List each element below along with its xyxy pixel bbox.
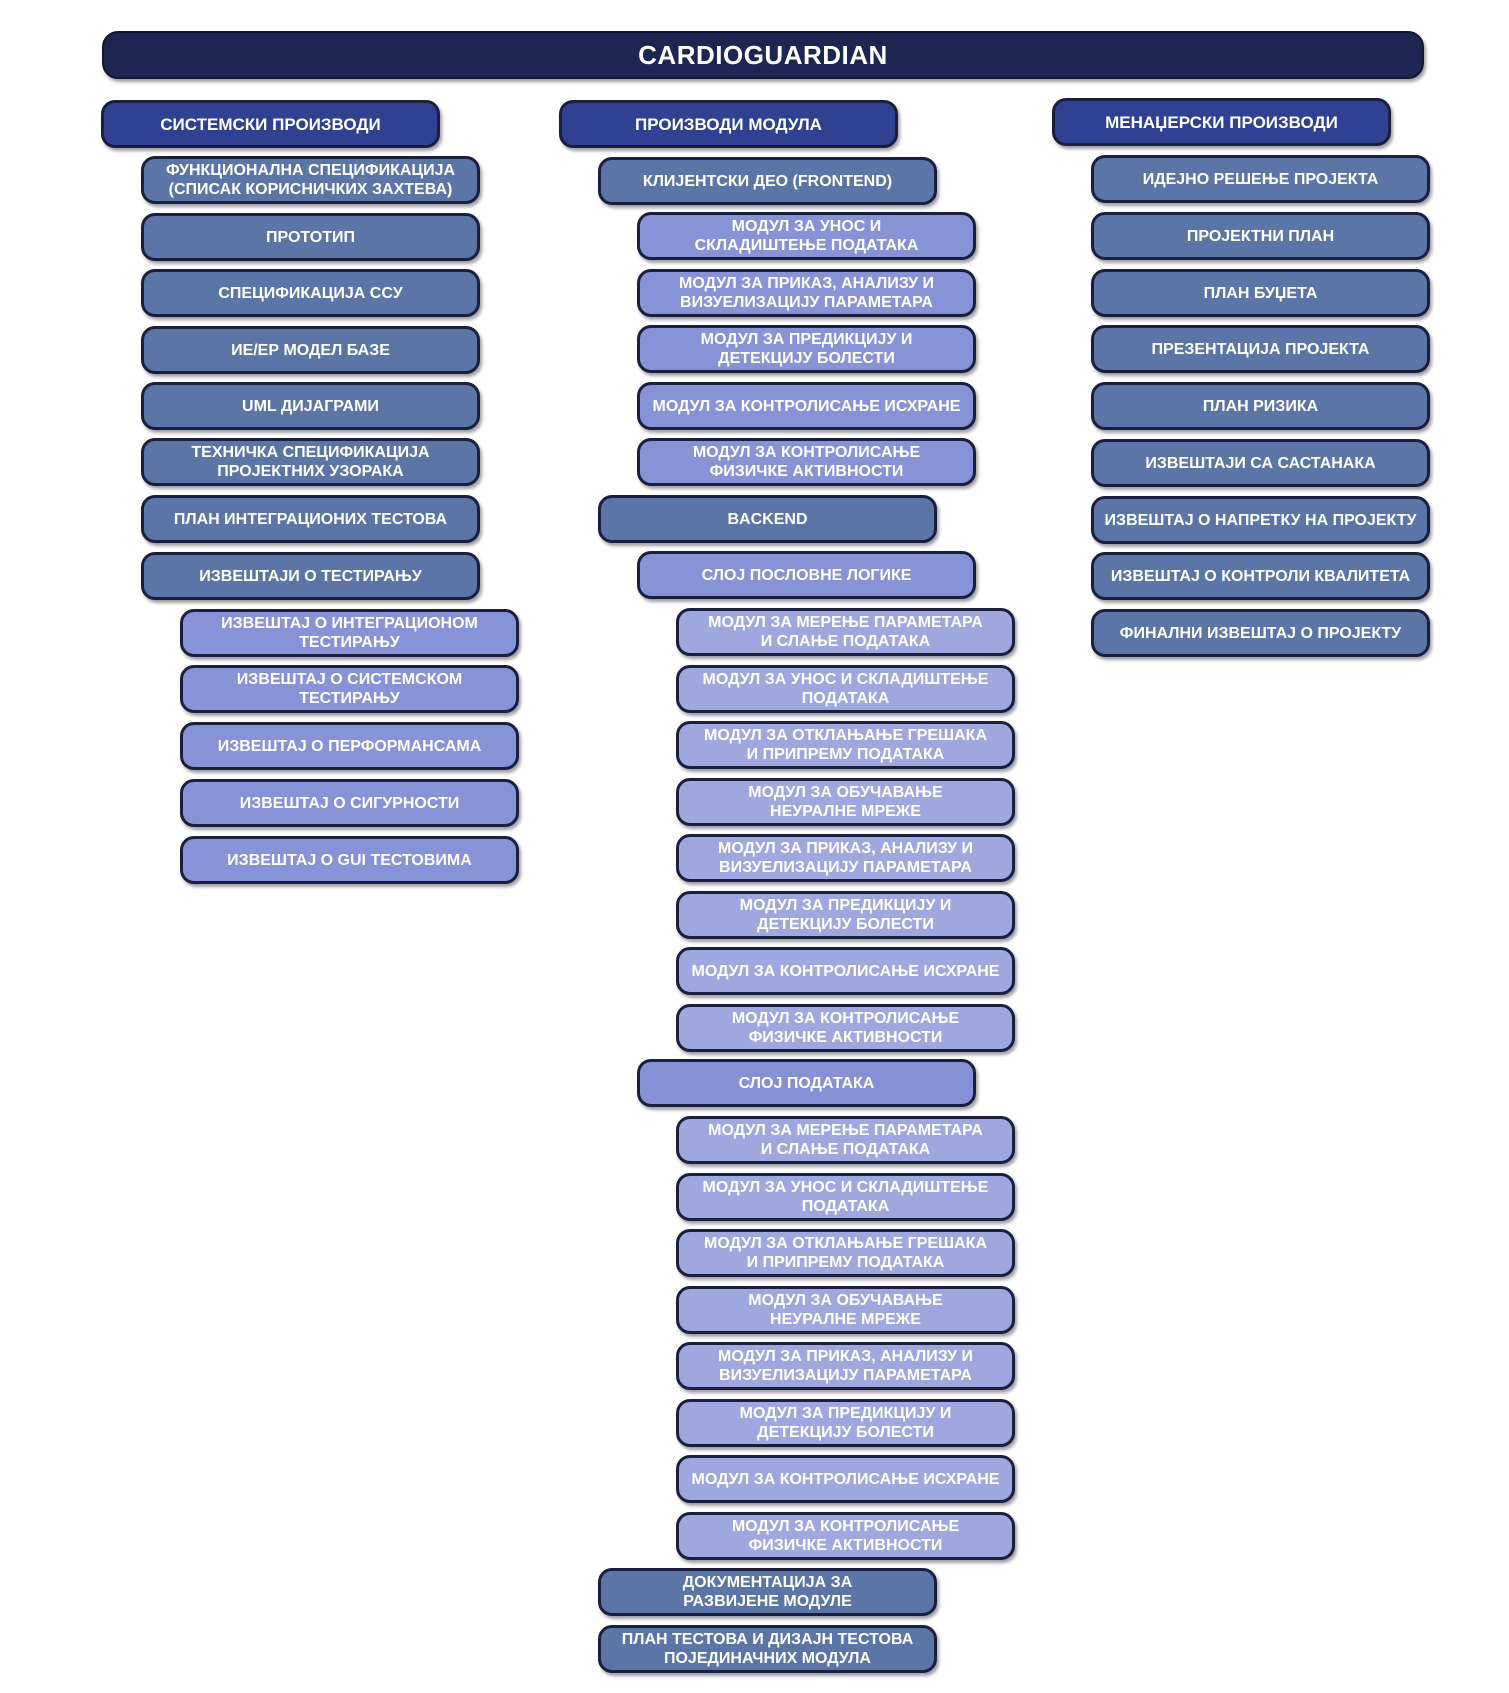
business-module: МОДУЛ ЗА ОТКЛАЊАЊЕ ГРЕШАКА И ПРИПРЕМУ ПО… (676, 721, 1015, 769)
business-module: МОДУЛ ЗА ПРИКАЗ, АНАЛИЗУ И ВИЗУЕЛИЗАЦИЈУ… (676, 834, 1015, 882)
management-item: ПЛАН РИЗИКА (1091, 382, 1430, 430)
data-module: МОДУЛ ЗА ОТКЛАЊАЊЕ ГРЕШАКА И ПРИПРЕМУ ПО… (676, 1229, 1015, 1277)
systems-item: ФУНКЦИОНАЛНА СПЕЦИФИКАЦИЈА (СПИСАК КОРИС… (141, 156, 480, 204)
business-module: МОДУЛ ЗА КОНТРОЛИСАЊЕ ФИЗИЧКЕ АКТИВНОСТИ (676, 1004, 1015, 1052)
data-layer-node: СЛОЈ ПОДАТАКА (637, 1059, 976, 1107)
frontend-module: МОДУЛ ЗА УНОС И СКЛАДИШТЕЊЕ ПОДАТАКА (637, 212, 976, 260)
data-module: МОДУЛ ЗА УНОС И СКЛАДИШТЕЊЕ ПОДАТАКА (676, 1173, 1015, 1221)
management-header: МЕНАЏЕРСКИ ПРОИЗВОДИ (1052, 98, 1391, 146)
backend-node: BACKEND (598, 495, 937, 543)
business-module: МОДУЛ ЗА КОНТРОЛИСАЊЕ ИСХРАНЕ (676, 947, 1015, 995)
management-item: ИЗВЕШТАЈ О КОНТРОЛИ КВАЛИТЕТА (1091, 552, 1430, 600)
data-module: МОДУЛ ЗА КОНТРОЛИСАЊЕ ФИЗИЧКЕ АКТИВНОСТИ (676, 1512, 1015, 1560)
test-report-item: ИЗВЕШТАЈ О ИНТЕГРАЦИОНОМ ТЕСТИРАЊУ (180, 609, 519, 657)
systems-item: ИЕ/ЕР МОДЕЛ БАЗЕ (141, 326, 480, 374)
documentation-node: ДОКУМЕНТАЦИЈА ЗА РАЗВИЈЕНЕ МОДУЛЕ (598, 1568, 937, 1616)
test-report-item: ИЗВЕШТАЈ О СИСТЕМСКОМ ТЕСТИРАЊУ (180, 665, 519, 713)
test-plan-node: ПЛАН ТЕСТОВА И ДИЗАЈН ТЕСТОВА ПОЈЕДИНАЧН… (598, 1625, 937, 1673)
data-module: МОДУЛ ЗА ПРЕДИКЦИЈУ И ДЕТЕКЦИЈУ БОЛЕСТИ (676, 1399, 1015, 1447)
systems-item: ИЗВЕШТАЈИ О ТЕСТИРАЊУ (141, 552, 480, 600)
systems-item: СПЕЦИФИКАЦИЈА ССУ (141, 269, 480, 317)
business-layer-node: СЛОЈ ПОСЛОВНЕ ЛОГИКЕ (637, 551, 976, 599)
business-module: МОДУЛ ЗА ПРЕДИКЦИЈУ И ДЕТЕКЦИЈУ БОЛЕСТИ (676, 891, 1015, 939)
test-report-item: ИЗВЕШТАЈ О GUI ТЕСТОВИМА (180, 836, 519, 884)
business-module: МОДУЛ ЗА ОБУЧАВАЊЕ НЕУРАЛНЕ МРЕЖЕ (676, 778, 1015, 826)
management-item: ИДЕЈНО РЕШЕЊЕ ПРОЈЕКТА (1091, 155, 1430, 203)
frontend-module: МОДУЛ ЗА ПРЕДИКЦИЈУ И ДЕТЕКЦИЈУ БОЛЕСТИ (637, 325, 976, 373)
frontend-node: КЛИЈЕНТСКИ ДЕО (FRONTEND) (598, 157, 937, 205)
systems-item: UML ДИЈАГРАМИ (141, 382, 480, 430)
frontend-module: МОДУЛ ЗА ПРИКАЗ, АНАЛИЗУ И ВИЗУЕЛИЗАЦИЈУ… (637, 269, 976, 317)
business-module: МОДУЛ ЗА УНОС И СКЛАДИШТЕЊЕ ПОДАТАКА (676, 665, 1015, 713)
diagram-title: CARDIOGUARDIAN (102, 31, 1424, 79)
business-module: МОДУЛ ЗА МЕРЕЊЕ ПАРАМЕТАРА И СЛАЊЕ ПОДАТ… (676, 608, 1015, 656)
management-item: ФИНАЛНИ ИЗВЕШТАЈ О ПРОЈЕКТУ (1091, 609, 1430, 657)
test-report-item: ИЗВЕШТАЈ О СИГУРНОСТИ (180, 779, 519, 827)
management-item: ПРЕЗЕНТАЦИЈА ПРОЈЕКТА (1091, 325, 1430, 373)
management-item: ИЗВЕШТАЈИ СА САСТАНАКА (1091, 439, 1430, 487)
systems-header: СИСТЕМСКИ ПРОИЗВОДИ (101, 100, 440, 148)
test-report-item: ИЗВЕШТАЈ О ПЕРФОРМАНСАМА (180, 722, 519, 770)
data-module: МОДУЛ ЗА КОНТРОЛИСАЊЕ ИСХРАНЕ (676, 1455, 1015, 1503)
management-item: ИЗВЕШТАЈ О НАПРЕТКУ НА ПРОЈЕКТУ (1091, 496, 1430, 544)
systems-item: ПРОТОТИП (141, 213, 480, 261)
management-item: ПРОЈЕКТНИ ПЛАН (1091, 212, 1430, 260)
data-module: МОДУЛ ЗА МЕРЕЊЕ ПАРАМЕТАРА И СЛАЊЕ ПОДАТ… (676, 1116, 1015, 1164)
data-module: МОДУЛ ЗА ОБУЧАВАЊЕ НЕУРАЛНЕ МРЕЖЕ (676, 1286, 1015, 1334)
systems-item: ПЛАН ИНТЕГРАЦИОНИХ ТЕСТОВА (141, 495, 480, 543)
data-module: МОДУЛ ЗА ПРИКАЗ, АНАЛИЗУ И ВИЗУЕЛИЗАЦИЈУ… (676, 1342, 1015, 1390)
modules-header: ПРОИЗВОДИ МОДУЛА (559, 100, 898, 148)
frontend-module: МОДУЛ ЗА КОНТРОЛИСАЊЕ ИСХРАНЕ (637, 382, 976, 430)
frontend-module: МОДУЛ ЗА КОНТРОЛИСАЊЕ ФИЗИЧКЕ АКТИВНОСТИ (637, 438, 976, 486)
management-item: ПЛАН БУЏЕТА (1091, 269, 1430, 317)
systems-item: ТЕХНИЧКА СПЕЦИФИКАЦИЈА ПРОЈЕКТНИХ УЗОРАК… (141, 438, 480, 486)
